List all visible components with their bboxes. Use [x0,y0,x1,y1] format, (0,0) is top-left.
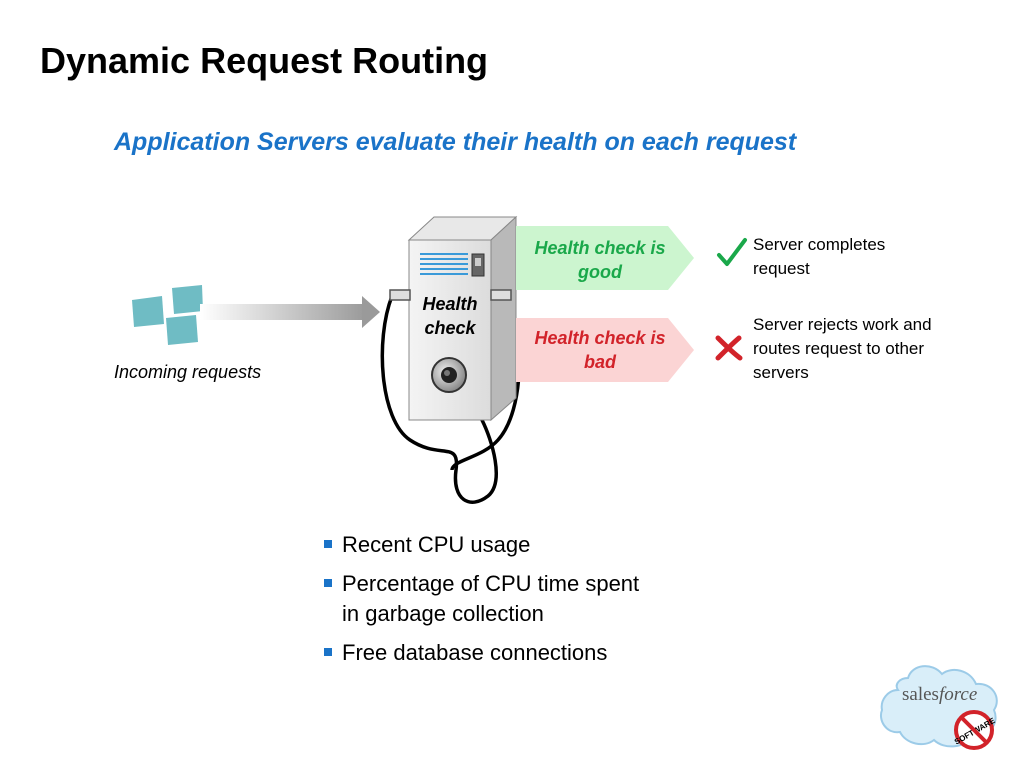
checkmark-icon [717,238,747,266]
list-item-line: Percentage of CPU time spent [342,571,640,596]
logo-wordmark: salesforce [902,684,977,705]
list-item: Free database connections [322,638,722,668]
no-software-slash [959,715,989,745]
list-item-line: Recent CPU usage [342,532,531,557]
page-title: Dynamic Request Routing [40,40,489,81]
bullet-square-icon [324,540,332,548]
result-good-line: request [753,259,810,278]
bad-banner-label: Health check is bad [520,326,680,374]
cross-icon [715,335,743,361]
good-banner-line: Health check is [534,238,666,258]
bullet-square-icon [324,648,332,656]
incoming-requests-label: Incoming requests [114,362,262,382]
request-tile [172,285,203,314]
list-item: Percentage of CPU time spent in garbage … [322,569,722,629]
bullet-square-icon [324,579,332,587]
request-tile [166,315,198,345]
result-bad-line: Server rejects work and [753,315,932,334]
result-bad-text: Server rejects work and routes request t… [753,313,983,385]
server-tower [389,215,518,422]
request-tiles [132,285,203,345]
logo-text-sales: sales [902,684,939,705]
list-item-line: Free database connections [342,640,608,665]
subtitle: Application Servers evaluate their healt… [114,128,797,156]
server-label-line: check [424,318,476,338]
result-bad-line: routes request to other [753,339,925,358]
server-label: Health check [412,292,488,340]
incoming-arrow [200,296,380,328]
server-label-line: Health [422,294,478,314]
bad-banner-line: Health check is [534,328,666,348]
result-bad-line: servers [753,363,809,382]
good-banner-line: good [578,262,622,282]
salesforce-logo: salesforce SOFTWARE [880,665,998,750]
bad-banner [516,318,694,382]
list-item-line: in garbage collection [342,601,544,626]
good-banner [516,226,694,290]
request-tile [132,296,164,327]
result-good-line: Server completes [753,235,886,254]
bad-banner-line: bad [583,352,616,372]
result-good-text: Server completes request [753,233,943,281]
logo-text-force: force [939,684,977,705]
good-banner-label: Health check is good [520,236,680,284]
health-metrics-list: Recent CPU usage Percentage of CPU time … [322,530,722,677]
list-item: Recent CPU usage [322,530,722,560]
